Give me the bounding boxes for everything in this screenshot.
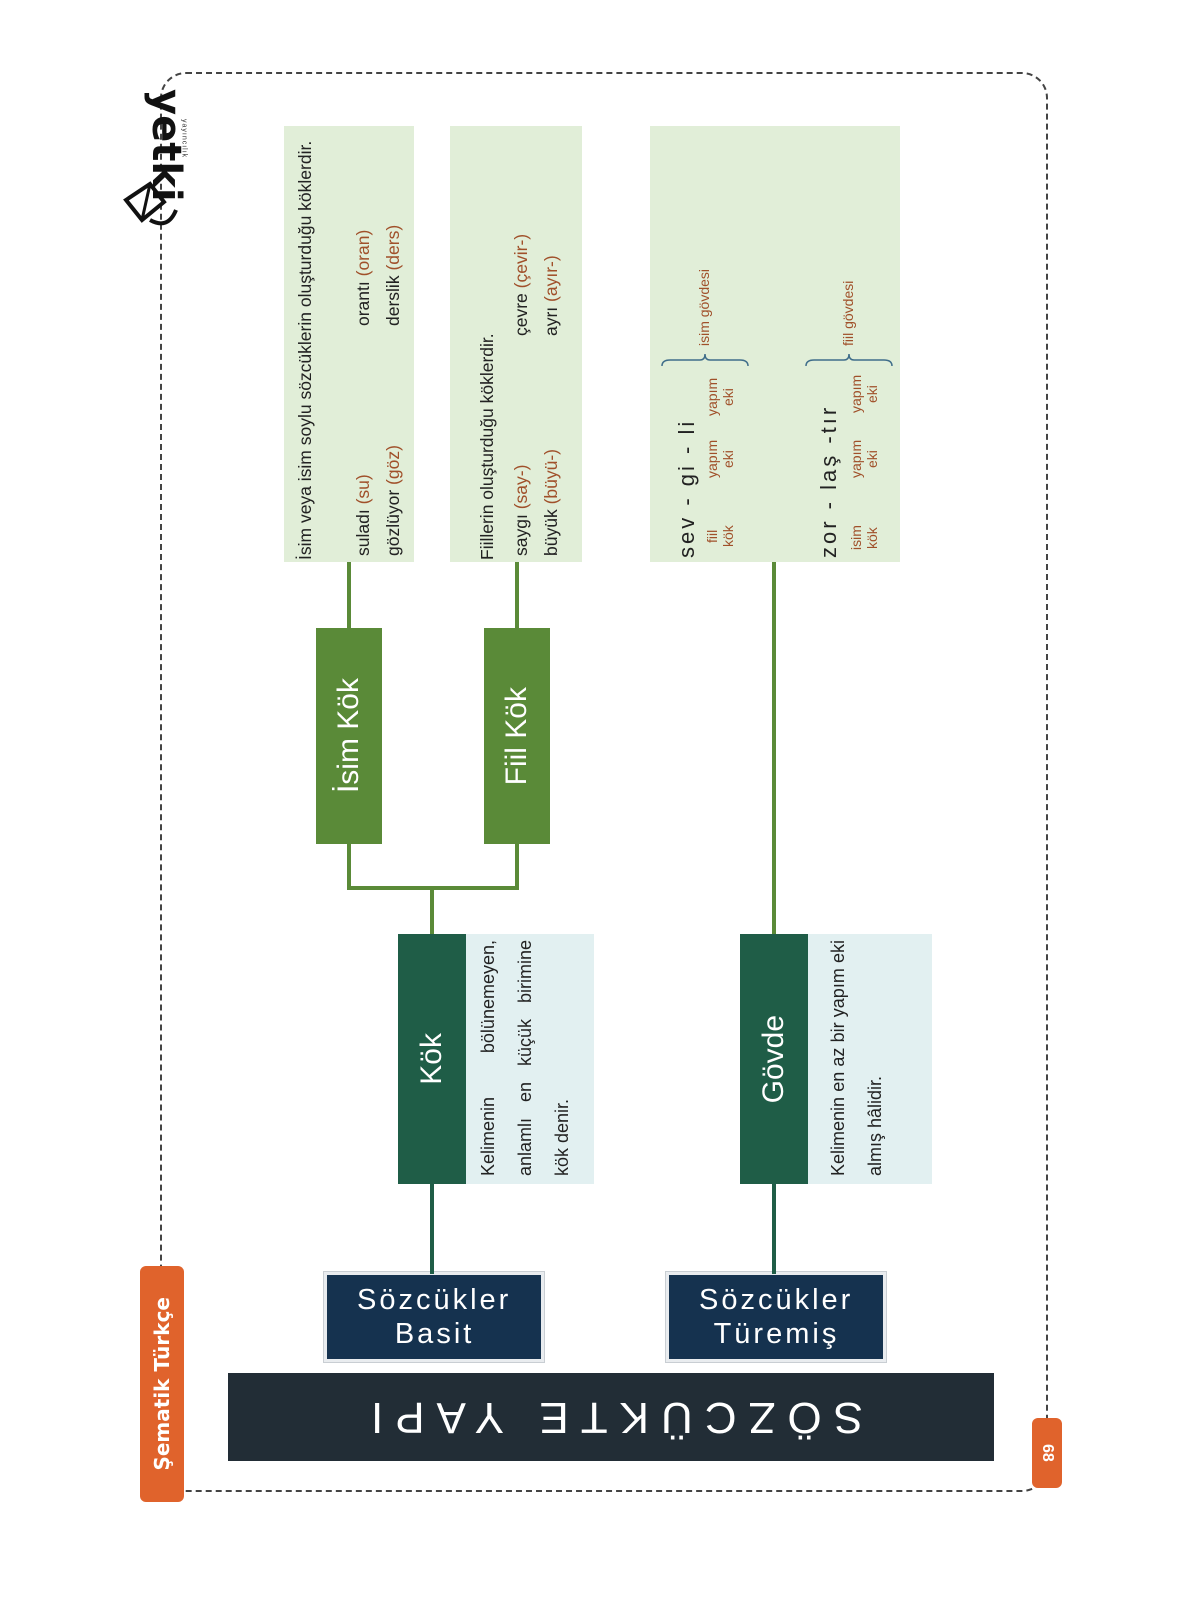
connector-turemis-govde (772, 1184, 776, 1274)
kok-definition: Kelimenin bölünemeyen, anlamlı en küçük … (478, 940, 572, 1176)
branch-turemis-line1: Türemiş (713, 1318, 839, 1350)
govde-example-2-brace-label: fiil gövdesi (840, 280, 856, 346)
govde-example-1-brace-label: isim gövdesi (696, 268, 712, 346)
fiil-kok-header: Fiil Kök (484, 628, 550, 844)
side-tag: Şematik Türkçe (140, 1266, 184, 1502)
isim-example-1: suladı (su) (353, 474, 373, 556)
title-bar: SÖZCÜKTE YAPI (228, 1373, 994, 1461)
fiil-kok-info: Fiillerin oluşturduğu köklerdir. saygı (… (450, 126, 582, 562)
isim-example-2: gözlüyor (göz) (383, 445, 403, 556)
fiil-kok-description: Fiillerin oluşturduğu köklerdir. (477, 333, 497, 560)
govde-header: Gövde (740, 934, 808, 1184)
fiil-example-4: ayrı (ayır-) (541, 255, 561, 336)
connector-isim (347, 844, 351, 888)
isim-kok-description: İsim veya isim soylu sözcüklerin oluştur… (295, 140, 315, 560)
page-title: SÖZCÜKTE YAPI (358, 1393, 863, 1442)
kok-definition-box: Kelimenin bölünemeyen, anlamlı en küçük … (466, 934, 594, 1184)
isim-kok-info: İsim veya isim soylu sözcüklerin oluştur… (284, 126, 414, 562)
brace-icon (804, 352, 894, 368)
govde-example-2-syllables: zor - laş -tır (816, 404, 841, 558)
page-frame (160, 72, 1048, 1492)
branch-basit-line1: Basit (394, 1318, 474, 1350)
page-number-badge: 68 (1032, 1418, 1062, 1488)
fiil-example-2: büyük (büyü-) (541, 448, 561, 556)
isim-kok-header: İsim Kök (316, 628, 382, 844)
side-tag-label: Şematik Türkçe (150, 1297, 174, 1471)
kok-header-label: Kök (415, 1033, 448, 1085)
brand-logo: yetki (140, 89, 192, 202)
logo-subtext: yayıncılık (180, 119, 188, 159)
kok-header: Kök (398, 934, 466, 1184)
connector-fiil-info (515, 562, 519, 628)
govde-example-1-syllables: sev - gi - li (674, 418, 699, 558)
brace-icon (660, 352, 750, 368)
isim-example-4: derslik (ders) (383, 224, 403, 326)
branch-basit-line2: Sözcükler (356, 1284, 512, 1316)
pen-nib-icon (120, 180, 180, 236)
connector-basit-kok (430, 1184, 434, 1274)
fiil-example-1: saygı (say-) (511, 464, 531, 556)
govde-definition: Kelimenin en az bir yapım eki almış hâli… (828, 940, 885, 1176)
connector-kok-horizontal (347, 886, 519, 890)
connector-fiil (515, 844, 519, 888)
fiil-example-3: çevre (çevir-) (511, 233, 531, 336)
connector-kok-split (430, 888, 434, 934)
branch-turemis-line2: Sözcükler (698, 1284, 854, 1316)
logo-text: yetki (143, 88, 189, 202)
isim-kok-header-label: İsim Kök (332, 678, 365, 794)
connector-isim-info (347, 562, 351, 628)
govde-header-label: Gövde (757, 1014, 790, 1104)
connector-govde-examples (772, 562, 776, 934)
isim-example-3: orantı (oran) (353, 229, 373, 326)
fiil-kok-header-label: Fiil Kök (500, 686, 533, 786)
govde-definition-box: Kelimenin en az bir yapım eki almış hâli… (808, 934, 932, 1184)
page-number: 68 (1039, 1444, 1056, 1462)
